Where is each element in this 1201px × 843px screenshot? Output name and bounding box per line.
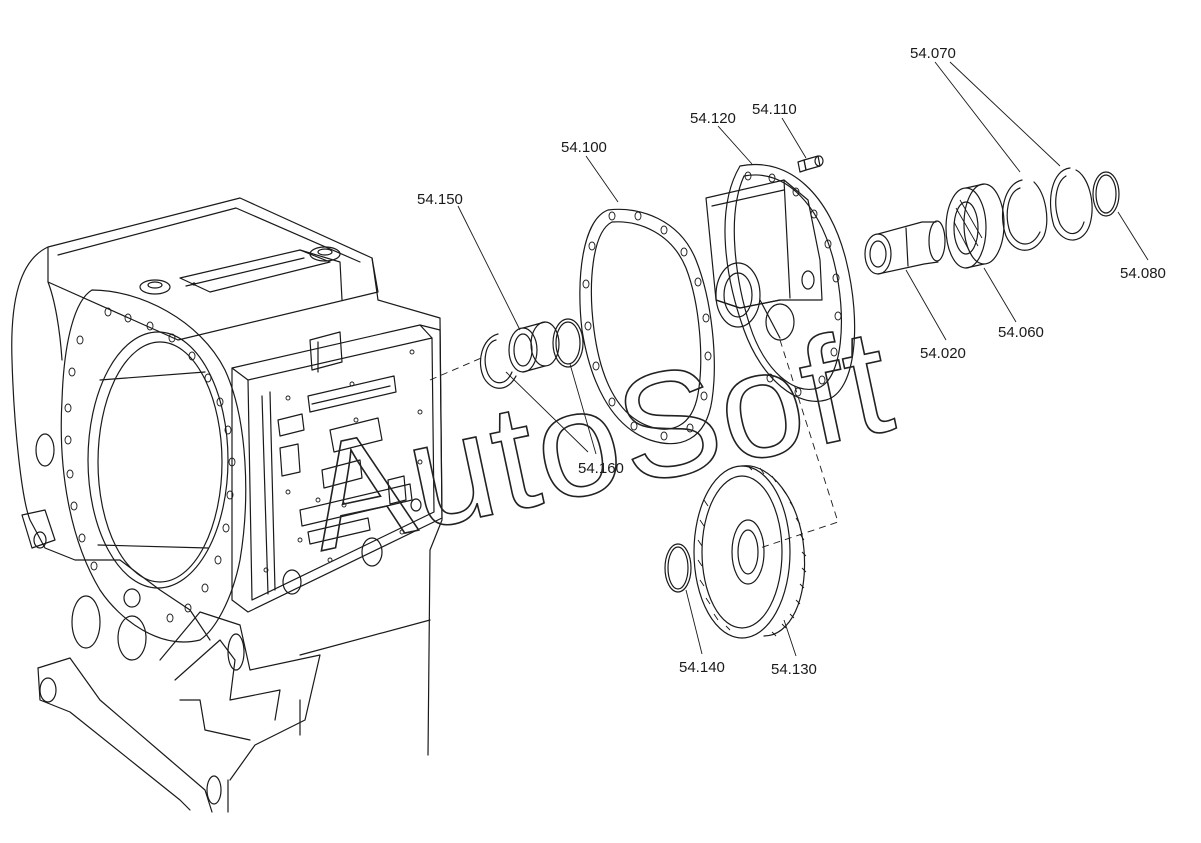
- shaft-54020: [864, 220, 946, 275]
- o-ring-54140: [664, 543, 692, 593]
- callout-54140: 54.140: [679, 659, 725, 676]
- callout-labels: 54.070 54.110 54.120 54.100 54.150 54.08…: [417, 45, 1166, 678]
- bolt-54110: [797, 155, 824, 173]
- transmission-housing: [11, 197, 443, 813]
- o-ring-54080: [1092, 171, 1120, 217]
- callout-54130: 54.130: [771, 661, 817, 678]
- o-ring-small: [552, 318, 584, 368]
- snap-rings-54070: [1001, 167, 1093, 251]
- bushing-54150: [508, 321, 560, 373]
- callout-54080: 54.080: [1120, 265, 1166, 282]
- watermark-text: AutoSoft: [293, 295, 906, 582]
- cover-54120: [705, 164, 856, 402]
- gasket-54100: [579, 208, 715, 445]
- snap-ring-54160: [479, 333, 517, 389]
- callout-54120: 54.120: [690, 110, 736, 127]
- callout-54020: 54.020: [920, 345, 966, 362]
- callout-54150: 54.150: [417, 191, 463, 208]
- watermark: AutoSoft: [292, 294, 907, 583]
- callout-54100: 54.100: [561, 139, 607, 156]
- callout-54060: 54.060: [998, 324, 1044, 341]
- bearing-54060: [945, 183, 1005, 269]
- assembly-axes: [429, 339, 839, 549]
- callout-54160: 54.160: [578, 460, 624, 477]
- callout-54110: 54.110: [752, 101, 797, 118]
- leader-lines: [457, 61, 1149, 657]
- callout-54070: 54.070: [910, 45, 956, 62]
